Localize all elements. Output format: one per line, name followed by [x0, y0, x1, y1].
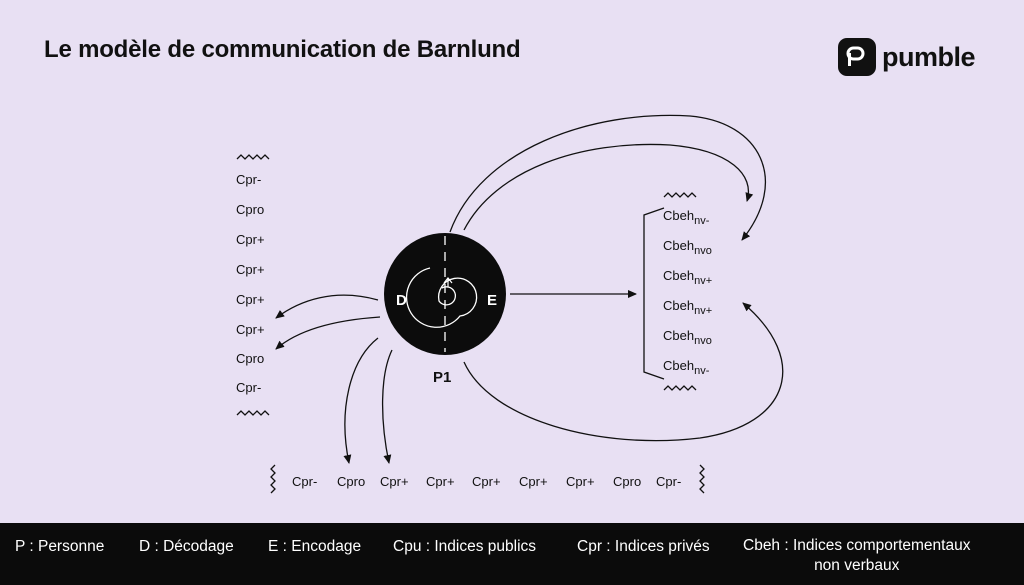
bottom-cue: Cpr- [292, 474, 317, 489]
encode-label: E [487, 292, 497, 309]
diagram-title: Le modèle de communication de Barnlund [44, 36, 521, 63]
bottom-cue: Cpr- [656, 474, 681, 489]
arrows [275, 114, 784, 464]
brand-name: pumble [882, 41, 976, 72]
right-cue: Cbehnv+ [663, 268, 712, 287]
barnlund-diagram: Cpr- Cpro Cpr+ Cpr+ Cpr+ Cpr+ Cpro Cpr- … [236, 114, 784, 494]
bottom-cue: Cpr+ [566, 474, 595, 489]
right-cue: Cbehnv- [663, 208, 710, 227]
legend-behavioral-cues: Cbeh : Indices comportementaux non verba… [743, 536, 970, 576]
bottom-cues: Cpr- Cpro Cpr+ Cpr+ Cpr+ Cpr+ Cpr+ Cpro … [292, 474, 681, 489]
right-cue: Cbehnvo [663, 328, 712, 347]
bottom-left-zigzag [270, 464, 276, 494]
bottom-right-zigzag [699, 464, 705, 494]
arrow-top-outer [449, 114, 767, 241]
left-cue: Cpr+ [236, 232, 265, 247]
bottom-cue: Cpr+ [380, 474, 409, 489]
decode-label: D [396, 292, 407, 309]
legend-person: P : Personne [15, 538, 105, 555]
person-label: P1 [433, 369, 451, 386]
right-cue: Cbehnv+ [663, 298, 712, 317]
bottom-cue: Cpr+ [426, 474, 455, 489]
spiral-icon [405, 267, 478, 328]
arrow-to-left-cue-1 [275, 294, 379, 319]
left-cue: Cpr- [236, 380, 261, 395]
bottom-cue: Cpro [613, 474, 641, 489]
person-circle [384, 233, 506, 355]
bottom-cue: Cpro [337, 474, 365, 489]
arrow-top-inner [463, 143, 754, 231]
left-cue: Cpr+ [236, 262, 265, 277]
person-node: D E [384, 233, 506, 355]
right-bottom-zigzag [663, 385, 697, 391]
left-cue: Cpr- [236, 172, 261, 187]
left-top-zigzag [236, 154, 270, 160]
arrow-bottom-loop [463, 302, 784, 442]
legend-behavioral-line1: Cbeh : Indices comportementaux [743, 537, 971, 554]
bottom-cue: Cpr+ [472, 474, 501, 489]
left-cue: Cpro [236, 351, 264, 366]
right-cues: Cbehnv- Cbehnvo Cbehnv+ Cbehnv+ Cbehnvo … [663, 208, 712, 377]
left-cue: Cpr+ [236, 292, 265, 307]
left-cues: Cpr- Cpro Cpr+ Cpr+ Cpr+ Cpr+ Cpro Cpr- [236, 172, 265, 395]
legend-behavioral-line2: non verbaux [814, 557, 900, 574]
right-cue: Cbehnv- [663, 358, 710, 377]
legend-bar: P : Personne D : Décodage E : Encodage C… [0, 523, 1024, 585]
pumble-logo-icon [838, 38, 876, 76]
arrow-to-bottom-cue-2 [381, 349, 393, 464]
legend-encode: E : Encodage [268, 538, 362, 555]
arrow-to-bottom-cue-1 [343, 337, 379, 464]
brand-logo[interactable]: pumble [838, 38, 976, 76]
right-top-zigzag [663, 192, 697, 198]
left-cue: Cpr+ [236, 322, 265, 337]
arrow-to-left-cue-2 [275, 316, 381, 350]
legend-public-cues: Cpu : Indices publics [393, 538, 537, 555]
spiral-arrow-icon [443, 277, 453, 287]
right-cue: Cbehnvo [663, 238, 712, 257]
bottom-cue: Cpr+ [519, 474, 548, 489]
legend-decode: D : Décodage [139, 538, 234, 555]
left-bottom-zigzag [236, 410, 270, 416]
left-cue: Cpro [236, 202, 264, 217]
right-bracket [643, 207, 665, 380]
legend-private-cues: Cpr : Indices privés [577, 538, 710, 555]
